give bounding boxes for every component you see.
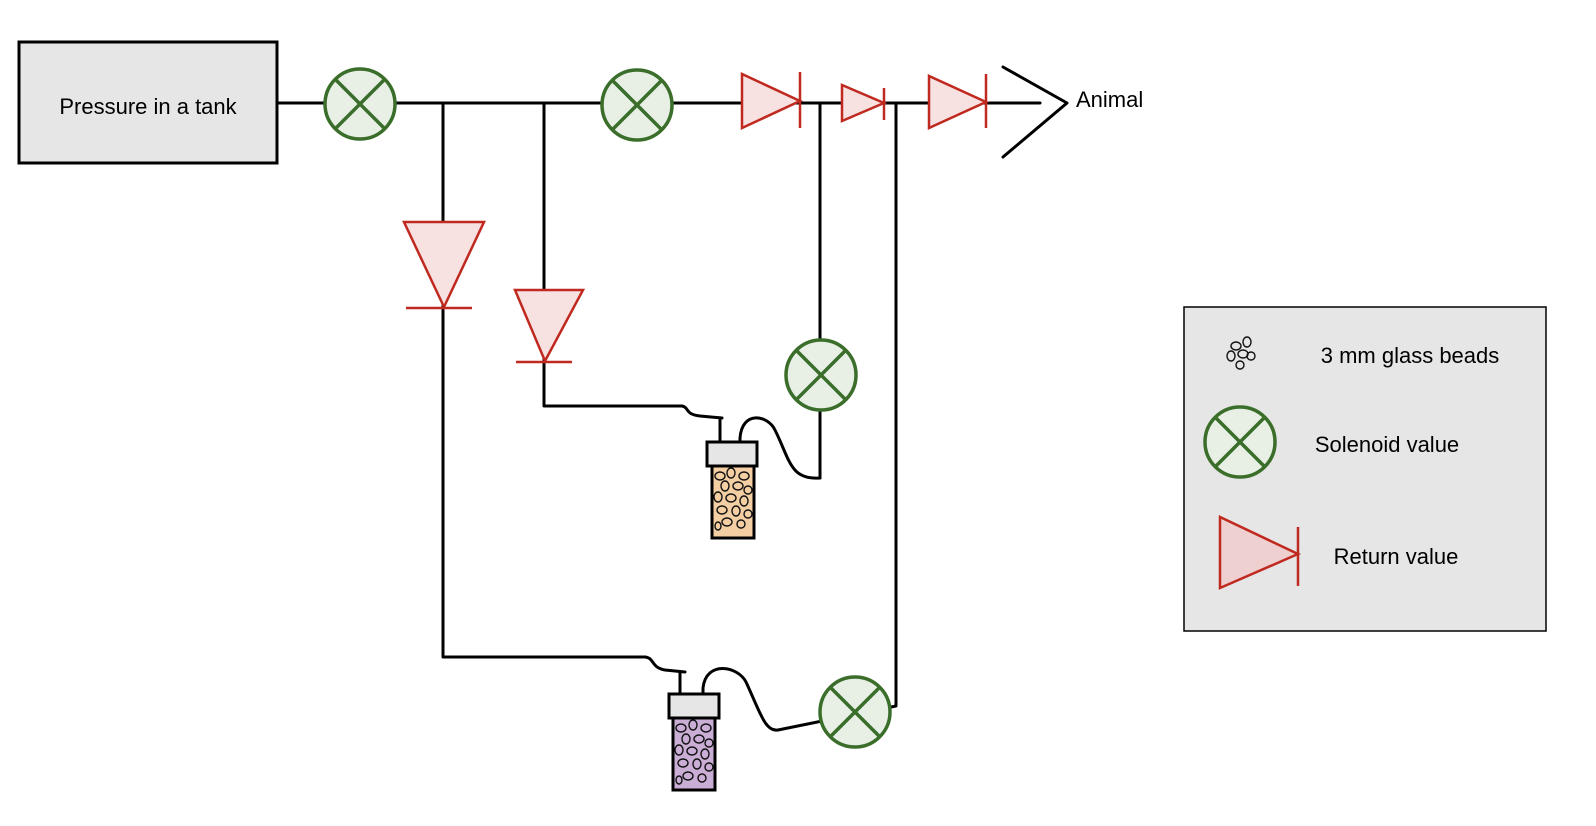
solenoid-valve-icon <box>323 67 397 141</box>
tank-label: Pressure in a tank <box>59 94 237 119</box>
legend: 3 mm glass beads Solenoid value Return v… <box>1183 306 1547 632</box>
legend-return-label: Return value <box>1334 544 1459 569</box>
bead-vial-upper <box>705 440 759 540</box>
tubing <box>275 101 1042 782</box>
animal-label: Animal <box>1076 87 1143 112</box>
glass-beads-icon <box>1226 336 1256 370</box>
animal-outlet: Animal <box>1001 65 1143 159</box>
check-valve-icon <box>927 74 990 130</box>
check-valve-icon <box>740 72 803 130</box>
check-valve-icon <box>840 83 888 123</box>
legend-beads-label: 3 mm glass beads <box>1321 343 1500 368</box>
bead-vial-lower <box>667 692 721 792</box>
glass-beads-icon <box>674 719 714 785</box>
check-valve-icon <box>513 288 586 364</box>
check-valve-icon <box>402 220 486 310</box>
legend-solenoid-label: Solenoid value <box>1315 432 1459 457</box>
solenoid-valve-icon <box>818 675 892 749</box>
solenoid-valve-icon <box>600 68 674 142</box>
solenoid-valve-icon <box>1203 405 1277 479</box>
glass-beads-icon <box>713 467 753 531</box>
pressure-tank: Pressure in a tank <box>17 40 279 165</box>
solenoid-valve-icon <box>784 338 858 412</box>
check-valve-icon <box>1218 515 1302 590</box>
